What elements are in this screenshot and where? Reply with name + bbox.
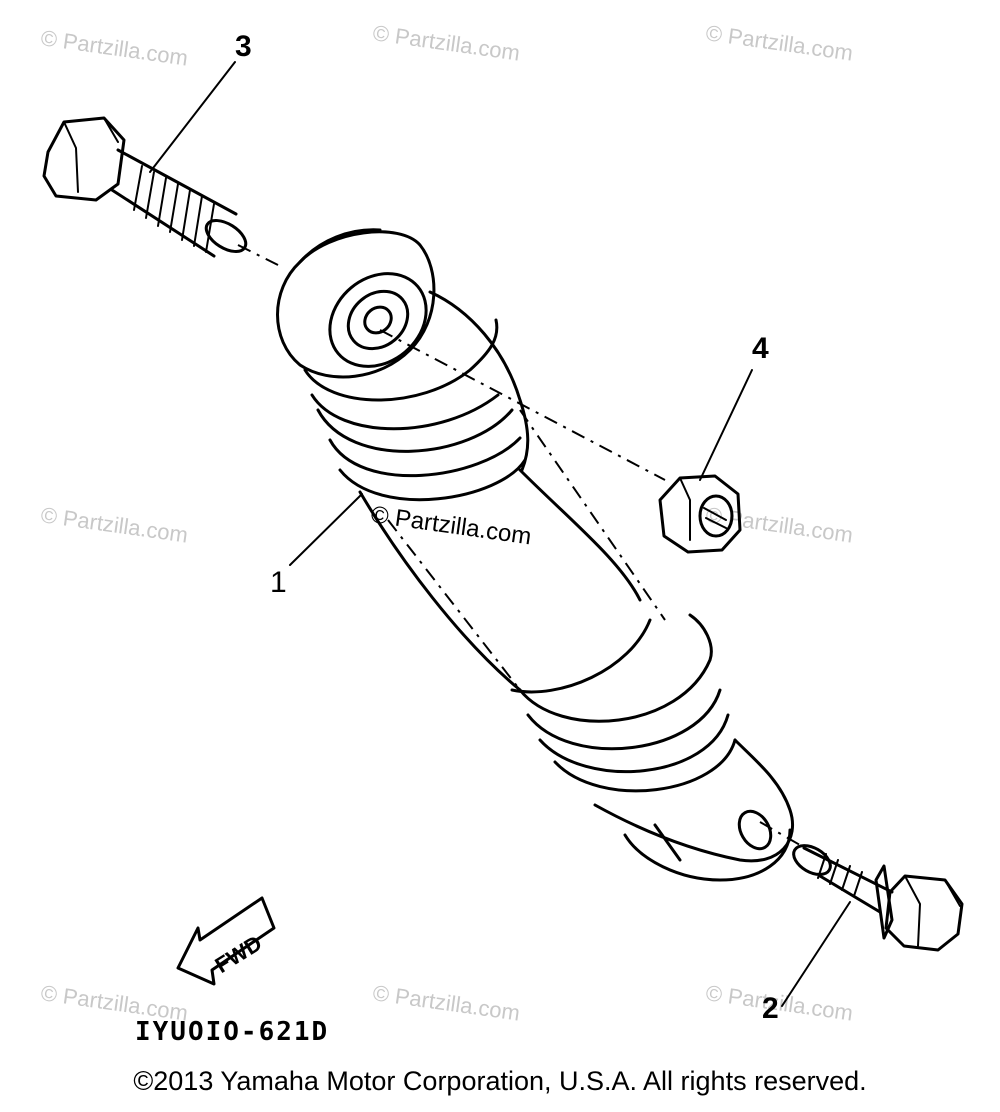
- watermark: © Partzilla.com: [704, 502, 854, 547]
- callout-nut: 4: [752, 332, 769, 365]
- copyright-notice: ©2013 Yamaha Motor Corporation, U.S.A. A…: [133, 1066, 867, 1096]
- callout-upper-bolt: 3: [235, 30, 252, 63]
- diagram-code: IYUOIO-621D: [135, 1017, 329, 1047]
- body-edge-dash: [519, 409, 666, 621]
- leader-2: [781, 901, 851, 1007]
- leader-4: [699, 369, 753, 481]
- callout-shock-absorber: 1: [270, 566, 287, 599]
- watermark: © Partzilla.com: [704, 980, 854, 1025]
- watermark: © Partzilla.com: [371, 980, 521, 1025]
- body-edge-dash-left: [387, 519, 521, 691]
- lower-bolt: [792, 844, 964, 952]
- watermark: © Partzilla.com: [371, 20, 521, 65]
- upper-bolt: [42, 116, 248, 258]
- shock-absorber: [276, 228, 795, 882]
- watermark: © Partzilla.com: [704, 20, 854, 65]
- callout-lower-bolt: 2: [762, 992, 779, 1025]
- nut: [658, 474, 742, 554]
- centerline-lower: [759, 821, 801, 846]
- leader-lines: [149, 61, 851, 1007]
- leader-3: [149, 61, 236, 173]
- leader-1: [289, 493, 363, 566]
- watermark: © Partzilla.com: [39, 502, 189, 547]
- fwd-arrow: FWD: [176, 896, 276, 986]
- watermark: © Partzilla.com: [39, 25, 189, 70]
